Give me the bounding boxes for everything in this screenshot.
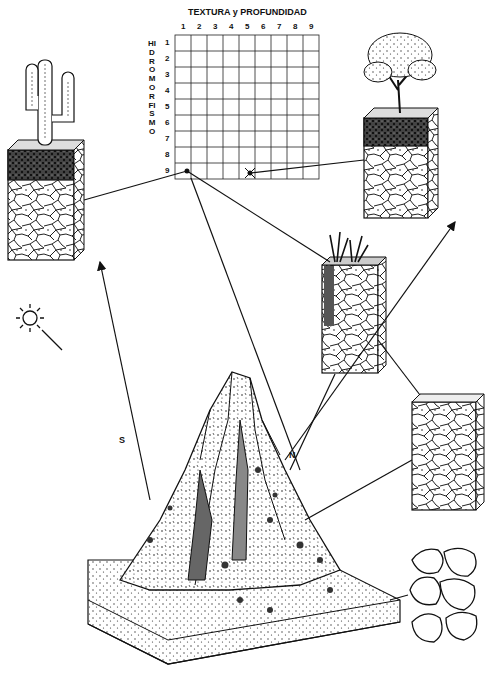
axis-number: 1 <box>181 23 185 31</box>
axis-title: HIDROMORFISMO <box>148 40 156 137</box>
axis-number: 7 <box>277 23 281 31</box>
axis-number: 2 <box>197 23 201 31</box>
axis-number: 8 <box>293 23 297 31</box>
axis-number: 9 <box>309 23 313 31</box>
axis-title: TEXTURA y PROFUNDIDAD <box>188 8 307 17</box>
axis-number: 7 <box>165 135 169 143</box>
axis-number: 6 <box>165 119 169 127</box>
aspect-label: S <box>119 436 125 445</box>
axis-number: 9 <box>165 167 169 175</box>
axis-number: 4 <box>165 87 169 95</box>
axis-number: 6 <box>261 23 265 31</box>
axis-number: 1 <box>165 39 169 47</box>
axis-number: 8 <box>165 151 169 159</box>
aspect-label: N <box>289 451 296 460</box>
axis-number: 2 <box>165 55 169 63</box>
axis-number: 5 <box>245 23 249 31</box>
axis-number: 3 <box>165 71 169 79</box>
axis-number: 4 <box>229 23 233 31</box>
axis-number: 3 <box>213 23 217 31</box>
axis-number: 5 <box>165 103 169 111</box>
